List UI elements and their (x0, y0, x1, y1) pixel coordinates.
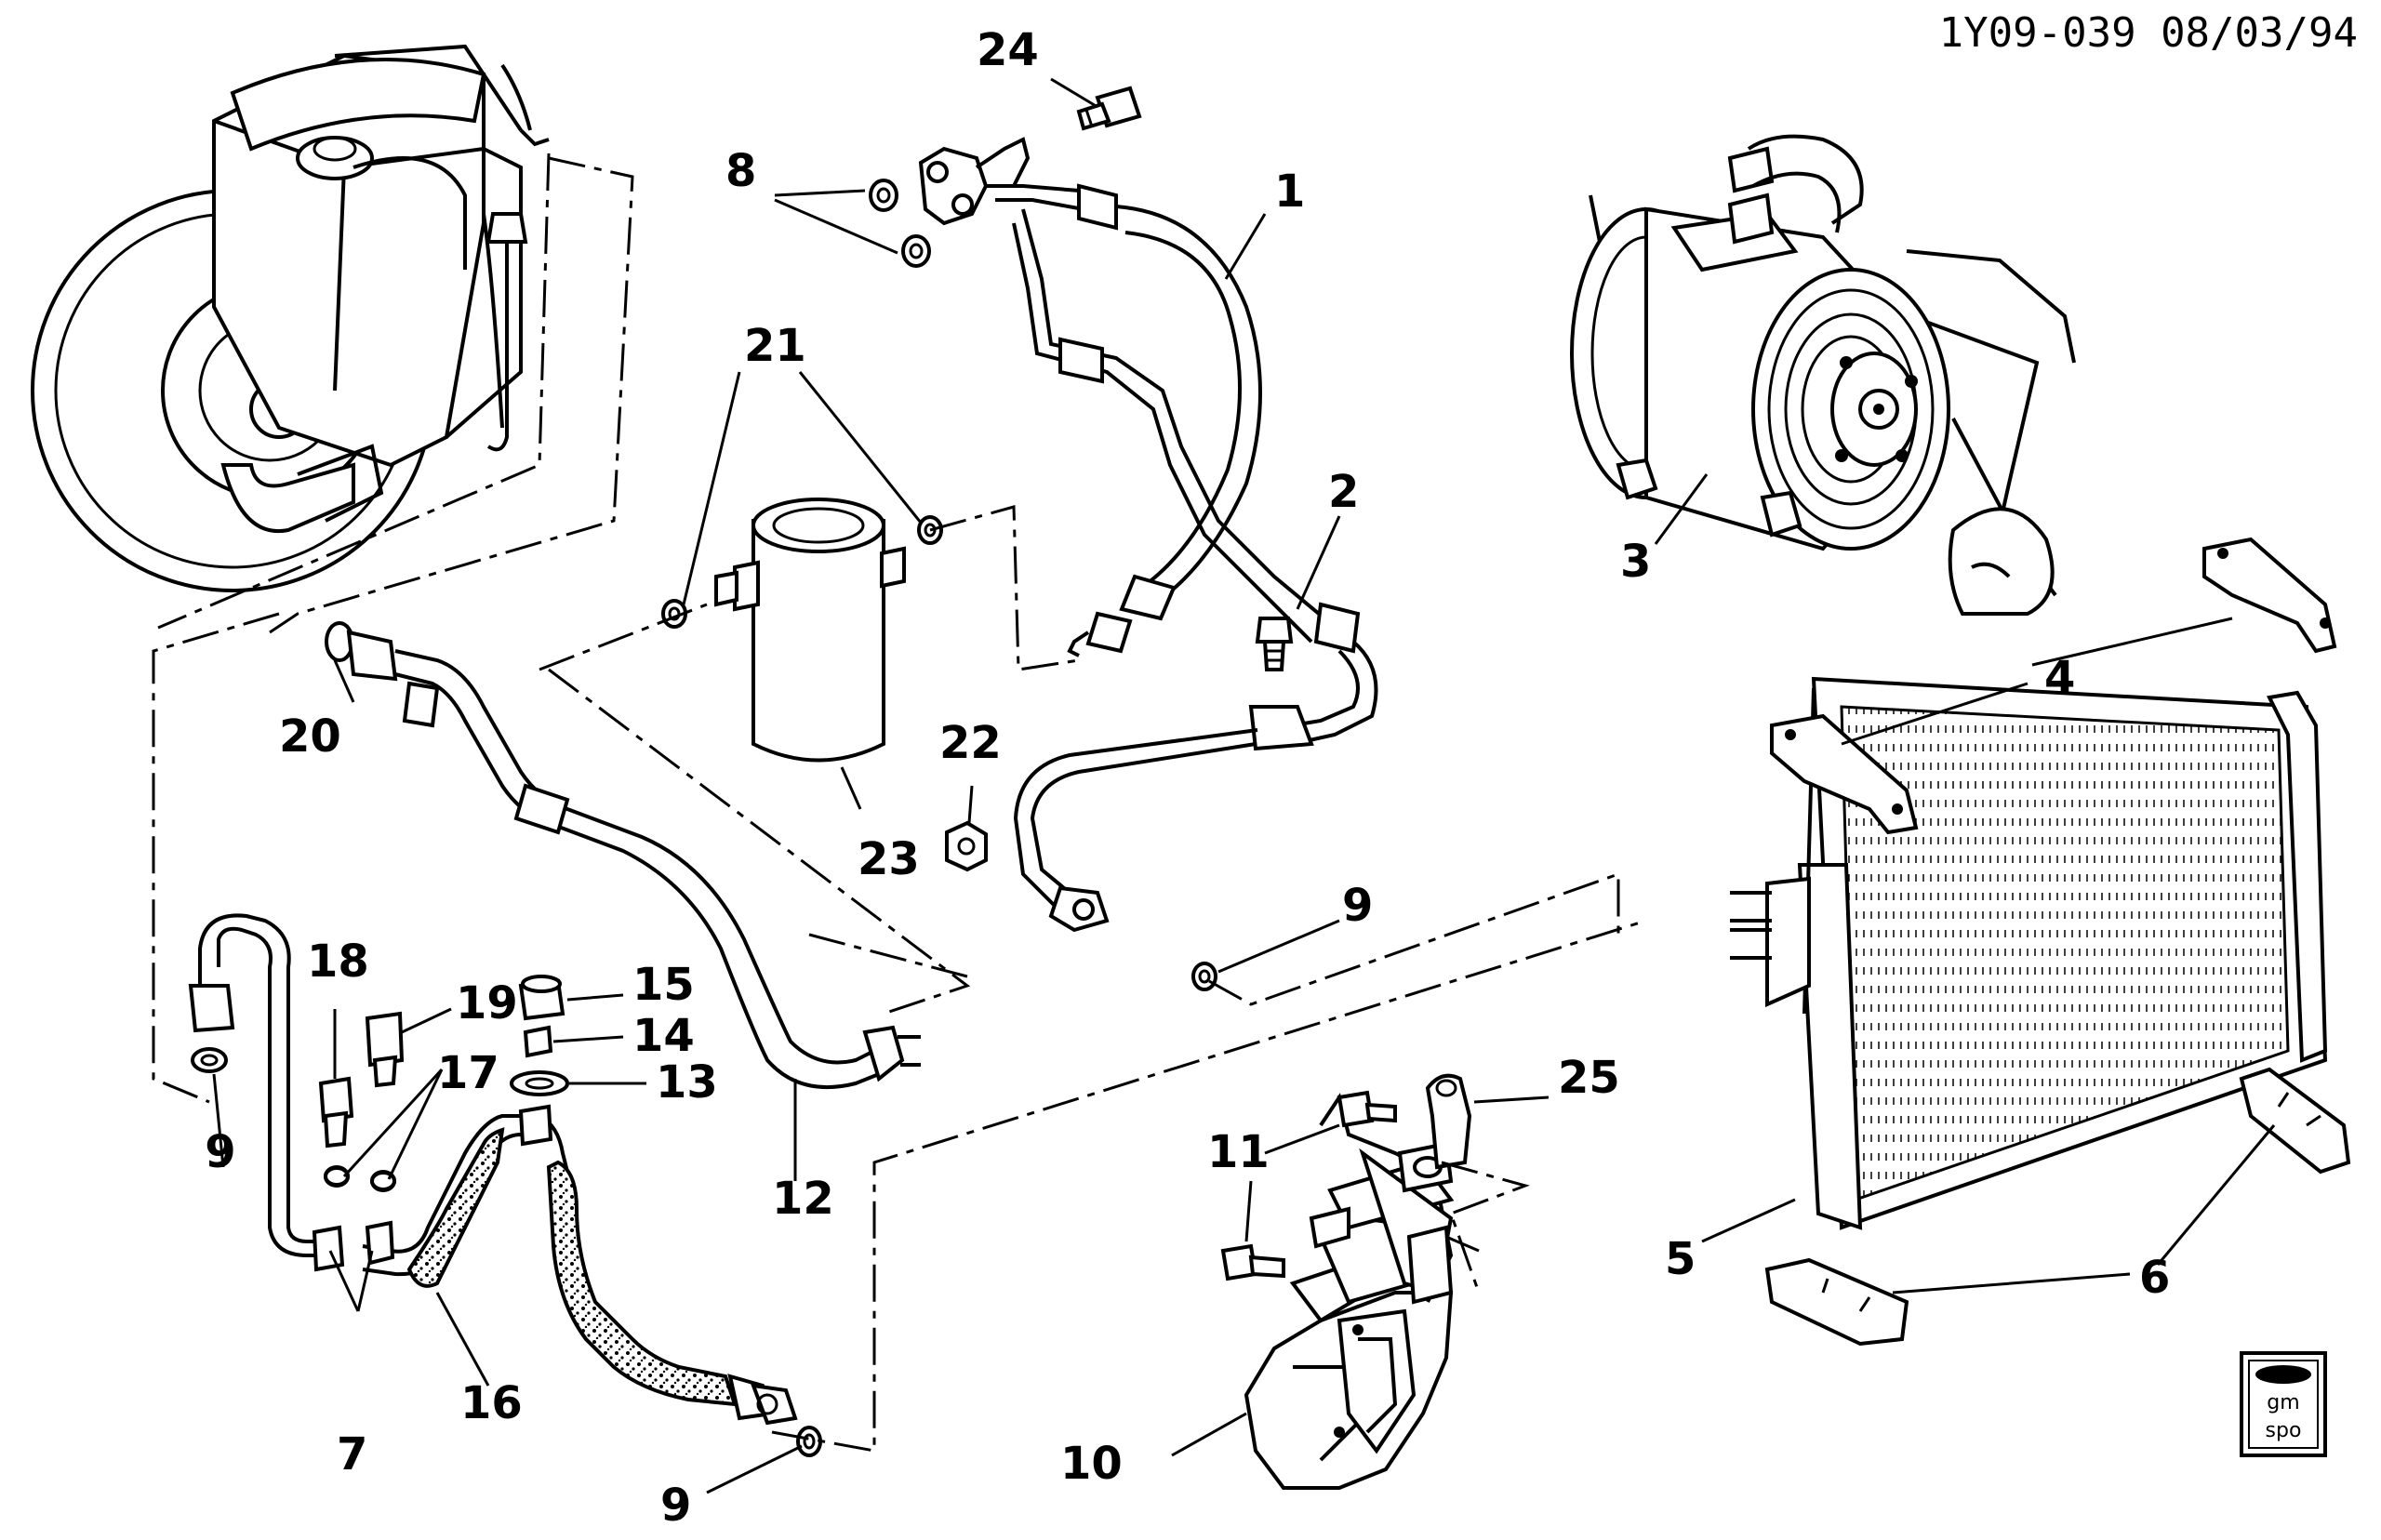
logo-spo-text: spo (2266, 1419, 2302, 1442)
callout-11: 11 (1207, 1126, 1270, 1178)
washer-item-9-center (1191, 962, 1217, 991)
callout-6: 6 (2139, 1252, 2170, 1304)
callout-18: 18 (307, 936, 369, 988)
mount-item-6-lower (1764, 1257, 1909, 1347)
callout-9-bottom: 9 (660, 1480, 691, 1532)
callout-21: 21 (744, 320, 806, 372)
callout-3: 3 (1620, 536, 1651, 588)
compressor-item-3 (1570, 134, 2076, 616)
callout-13: 13 (656, 1056, 718, 1109)
diagram-code-date: 1Y09-039 08/03/94 (1939, 9, 2358, 57)
bracket-item-4-upper (2202, 537, 2337, 654)
callout-9-center: 9 (1342, 880, 1373, 932)
seal-rings-item-8 (869, 179, 931, 268)
leader-lines (212, 77, 2276, 1494)
gm-spo-logo: gm spo (2240, 1351, 2327, 1457)
callout-10: 10 (1060, 1438, 1123, 1490)
hose-assembly-item-1 (918, 137, 1378, 933)
callout-8: 8 (725, 145, 756, 197)
clip-item-25 (1425, 1073, 1472, 1170)
callout-labels: 1 2 3 4 5 6 7 8 9 9 9 10 11 12 13 14 15 … (205, 24, 2170, 1532)
callout-17: 17 (437, 1047, 499, 1099)
bolt-item-11-upper (1337, 1090, 1397, 1128)
callout-22: 22 (939, 717, 1002, 769)
callout-20: 20 (279, 710, 341, 763)
callout-15: 15 (632, 959, 695, 1011)
valve-core-item-14 (523, 1025, 553, 1058)
o-rings-item-17 (324, 1166, 396, 1191)
seal-item-13 (510, 1070, 569, 1096)
switch-item-18 (318, 1076, 354, 1188)
callout-2: 2 (1328, 466, 1359, 518)
callout-5: 5 (1665, 1233, 1696, 1285)
mount-item-6-upper (2239, 1067, 2351, 1175)
callout-4: 4 (2044, 652, 2075, 704)
bolt-item-11-lower (1220, 1243, 1285, 1281)
callout-7: 7 (337, 1428, 367, 1480)
bracket-item-10 (1244, 1093, 1455, 1490)
callout-14: 14 (632, 1010, 695, 1062)
washer-item-9-bottom (796, 1426, 822, 1457)
screw-item-24 (1076, 86, 1142, 131)
nut-item-22 (945, 820, 988, 872)
condenser-item-5 (1730, 676, 2328, 1230)
evaporator-blower-assembly (31, 44, 550, 592)
callout-23: 23 (858, 833, 920, 885)
washer-item-9-left (191, 1047, 228, 1073)
receiver-dryer-item-23 (714, 498, 906, 763)
callout-12: 12 (772, 1173, 834, 1225)
callout-24: 24 (977, 24, 1039, 76)
hose-item-12 (325, 621, 921, 1090)
callout-25: 25 (1558, 1052, 1620, 1104)
callout-16: 16 (460, 1377, 523, 1429)
bolt-item-2 (1255, 617, 1294, 671)
callout-1: 1 (1274, 166, 1305, 218)
logo-gm-text: gm (2267, 1391, 2299, 1414)
cap-item-15 (518, 975, 565, 1021)
callout-19: 19 (456, 977, 518, 1029)
assembly-centerlines (152, 153, 1647, 1453)
hose-item-16 (188, 913, 798, 1426)
callout-9-left: 9 (205, 1126, 235, 1178)
